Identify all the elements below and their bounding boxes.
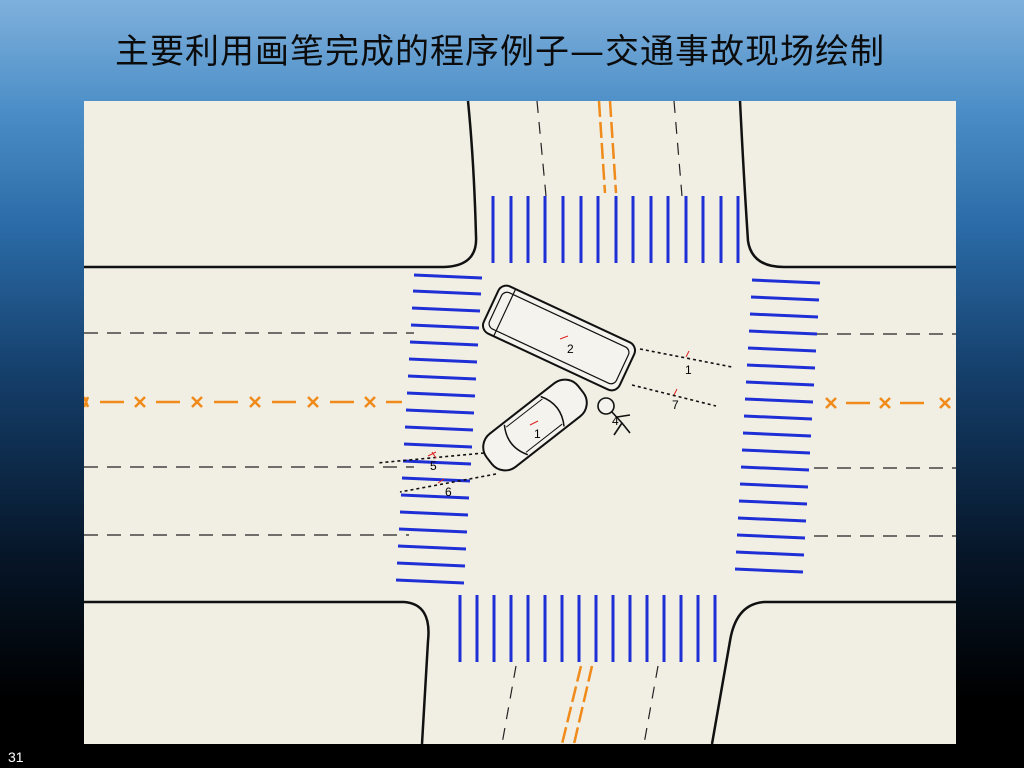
svg-text:5: 5 bbox=[430, 459, 437, 473]
skid-marks bbox=[376, 348, 733, 493]
lane-lines-vertical bbox=[501, 101, 683, 744]
pedestrian bbox=[597, 397, 631, 436]
vehicle-2-label: 2 bbox=[567, 342, 574, 356]
vehicle-2-marker bbox=[559, 335, 569, 340]
marker-6: 6 bbox=[437, 478, 452, 499]
marker-1: 1 bbox=[685, 350, 692, 377]
crosswalk-right bbox=[734, 278, 821, 574]
road-edge-top-left bbox=[84, 101, 478, 269]
svg-text:1: 1 bbox=[685, 363, 692, 377]
crosswalk-bottom bbox=[458, 595, 717, 662]
accident-scene-svg: 2 1 4 1 7 5 bbox=[84, 101, 956, 744]
slide-page-number: 31 bbox=[8, 749, 24, 765]
slide-title: 主要利用画笔完成的程序例子—交通事故现场绘制 bbox=[115, 32, 885, 72]
road-edge-bottom-right bbox=[710, 600, 956, 744]
center-line-cross-right bbox=[825, 397, 951, 409]
crosswalk-top bbox=[491, 196, 740, 263]
lane-lines-horizontal bbox=[84, 332, 956, 537]
road-edge-top-right bbox=[738, 101, 956, 269]
vehicle-2 bbox=[481, 284, 637, 392]
center-line-double bbox=[560, 101, 618, 744]
svg-text:6: 6 bbox=[445, 485, 452, 499]
marker-7: 7 bbox=[672, 388, 679, 412]
vehicle-1-label: 1 bbox=[534, 427, 541, 441]
svg-text:7: 7 bbox=[672, 398, 679, 412]
pedestrian-label: 4 bbox=[612, 414, 619, 428]
vehicle-1 bbox=[482, 378, 588, 472]
road-edges bbox=[84, 101, 956, 744]
crosswalk-left bbox=[395, 273, 483, 585]
marker-5: 5 bbox=[427, 451, 437, 473]
center-line-cross-left bbox=[84, 396, 402, 408]
accident-scene-drawing: 2 1 4 1 7 5 bbox=[84, 101, 956, 744]
road-edge-bottom-left bbox=[84, 600, 430, 744]
vehicle-1-marker bbox=[529, 420, 539, 426]
